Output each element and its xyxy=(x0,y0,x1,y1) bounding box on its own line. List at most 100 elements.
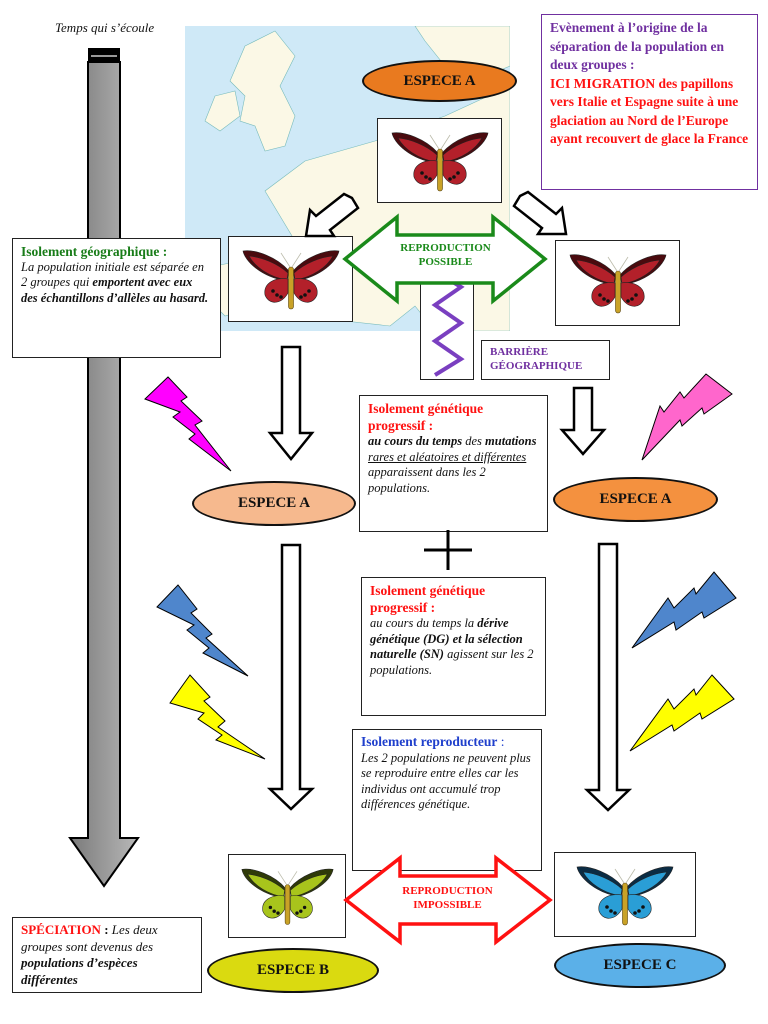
repro-title: Isolement reproducteur xyxy=(361,734,498,749)
upper-wing-right-fill xyxy=(289,873,328,898)
reproduction-impossible-line1: REPRODUCTION xyxy=(402,885,493,897)
lower-wing-left xyxy=(261,895,285,919)
zigzag-barrier-icon xyxy=(431,269,465,377)
genetic-2-bold: dérive génétique (DG) et la sélection na… xyxy=(370,616,523,661)
wing-spot xyxy=(633,910,637,915)
antenna xyxy=(607,256,617,272)
speciation-bold: populations d’espèces différentes xyxy=(21,955,138,987)
antenna xyxy=(291,252,301,268)
butterfly-species-b-picture xyxy=(228,854,346,938)
wing-spot xyxy=(294,911,299,915)
reproduction-possible-label: REPRODUCTION POSSIBLE xyxy=(378,241,513,269)
genetic-1-title: Isolement génétique progressif : xyxy=(368,401,484,433)
butterfly-body xyxy=(284,884,290,925)
event-box: Evènement à l’origine de la séparation d… xyxy=(541,14,758,190)
upper-wing-left-fill xyxy=(574,259,615,285)
butterfly-icon xyxy=(241,868,333,925)
species-a-left-ellipse: ESPECE A xyxy=(192,481,356,526)
wing-spot xyxy=(633,293,638,297)
repro-colon: : xyxy=(497,734,505,749)
reproduction-impossible-arrow xyxy=(343,854,553,946)
barrier-zigzag-box xyxy=(420,269,474,380)
reproduction-impossible-label: REPRODUCTION IMPOSSIBLE xyxy=(380,884,515,912)
speciation-box: SPÉCIATION : Les deux groupes sont deven… xyxy=(12,917,202,993)
wing-spot xyxy=(427,176,432,181)
wing-spot xyxy=(455,170,460,175)
upper-wing-left-fill xyxy=(246,873,285,898)
repro-text: Les 2 populations ne peuvent plus se rep… xyxy=(361,750,531,812)
wing-spot xyxy=(275,911,280,915)
wing-spot xyxy=(306,289,311,293)
upper-wing-left-fill xyxy=(396,137,437,162)
genetic-1-text1: des xyxy=(462,434,486,448)
wing-spot xyxy=(302,905,306,910)
arrow-down-right-icon xyxy=(512,190,568,236)
arrow-down-left-2-icon xyxy=(266,543,316,811)
barrier-label-box: BARRIÈRE GÉOGRAPHIQUE xyxy=(481,340,610,380)
wing-spot xyxy=(451,174,456,179)
time-arrow xyxy=(68,48,140,888)
time-label: Temps qui s’écoule xyxy=(55,20,155,35)
wing-spot xyxy=(298,909,303,913)
geo-text1: La population initiale est séparée en 2 … xyxy=(21,259,204,290)
upper-wing-left-fill xyxy=(247,255,288,281)
wing-spot xyxy=(605,904,609,909)
butterfly-left-picture xyxy=(228,236,353,322)
species-c-label: ESPECE C xyxy=(603,957,677,973)
event-detail: ICI MIGRATION des papillons vers Italie … xyxy=(550,75,749,147)
antenna xyxy=(277,871,287,885)
wing-spot xyxy=(625,299,630,303)
wing-spot xyxy=(302,293,307,297)
butterfly-icon xyxy=(391,131,488,191)
wing-spot xyxy=(613,910,617,915)
lower-wing-right xyxy=(442,159,466,185)
wing-spot xyxy=(419,170,424,175)
lower-wing-right xyxy=(293,278,317,303)
plus-icon xyxy=(424,530,472,570)
event-intro: Evènement à l’origine de la séparation d… xyxy=(550,20,725,72)
butterfly-icon xyxy=(569,254,666,314)
reproduction-impossible-line2: IMPOSSIBLE xyxy=(413,899,482,911)
wing-spot xyxy=(278,295,283,299)
geo-text2: emportent avec eux des échantillons d’al… xyxy=(21,275,209,305)
arrow-down-right-2-icon xyxy=(583,542,633,812)
lightning-blue-left-icon xyxy=(156,584,249,677)
upper-wing-left-fill xyxy=(582,871,623,896)
lower-wing-left xyxy=(591,282,615,307)
arrow-down-left-1-icon xyxy=(267,345,315,461)
butterfly-body xyxy=(622,882,628,925)
species-b-label: ESPECE B xyxy=(256,962,330,978)
antenna xyxy=(618,256,628,272)
lower-wing-right xyxy=(620,282,644,307)
arrow-down-left-icon xyxy=(304,192,360,238)
wing-spot xyxy=(298,295,303,299)
species-a-top-label: ESPECE A xyxy=(403,72,476,89)
upper-wing-right-fill xyxy=(293,255,334,281)
butterfly-body xyxy=(614,270,621,314)
antenna xyxy=(625,868,636,883)
antenna xyxy=(429,134,439,149)
butterfly-right-picture xyxy=(555,240,680,326)
lightning-magenta-left-icon xyxy=(144,376,232,472)
antenna xyxy=(280,252,290,268)
speciation-colon: : xyxy=(100,922,112,937)
wing-spot xyxy=(271,909,276,913)
genetic-2-text2: agissent sur les 2 populations. xyxy=(370,647,534,677)
wing-spot xyxy=(270,289,275,293)
butterfly-icon xyxy=(242,250,339,310)
wing-spot xyxy=(629,297,634,301)
upper-wing-right-fill xyxy=(620,259,661,285)
speciation-title: SPÉCIATION xyxy=(21,922,101,937)
wing-spot xyxy=(601,297,606,301)
species-c-ellipse: ESPECE C xyxy=(554,943,726,988)
geo-title: Isolement géographique : xyxy=(21,244,168,259)
genetic-isolation-box-1: Isolement génétique progressif : au cour… xyxy=(359,395,548,532)
butterfly-body xyxy=(436,148,443,191)
barrier-line2: GÉOGRAPHIQUE xyxy=(490,360,583,372)
lightning-yellow-right-icon xyxy=(629,674,735,752)
lower-wing-left xyxy=(598,893,623,919)
genetic-1-text2: apparaissent dans les 2 populations. xyxy=(368,465,486,495)
wing-spot xyxy=(641,904,645,909)
wing-spot xyxy=(597,293,602,297)
lightning-pink-right-icon xyxy=(641,373,733,461)
